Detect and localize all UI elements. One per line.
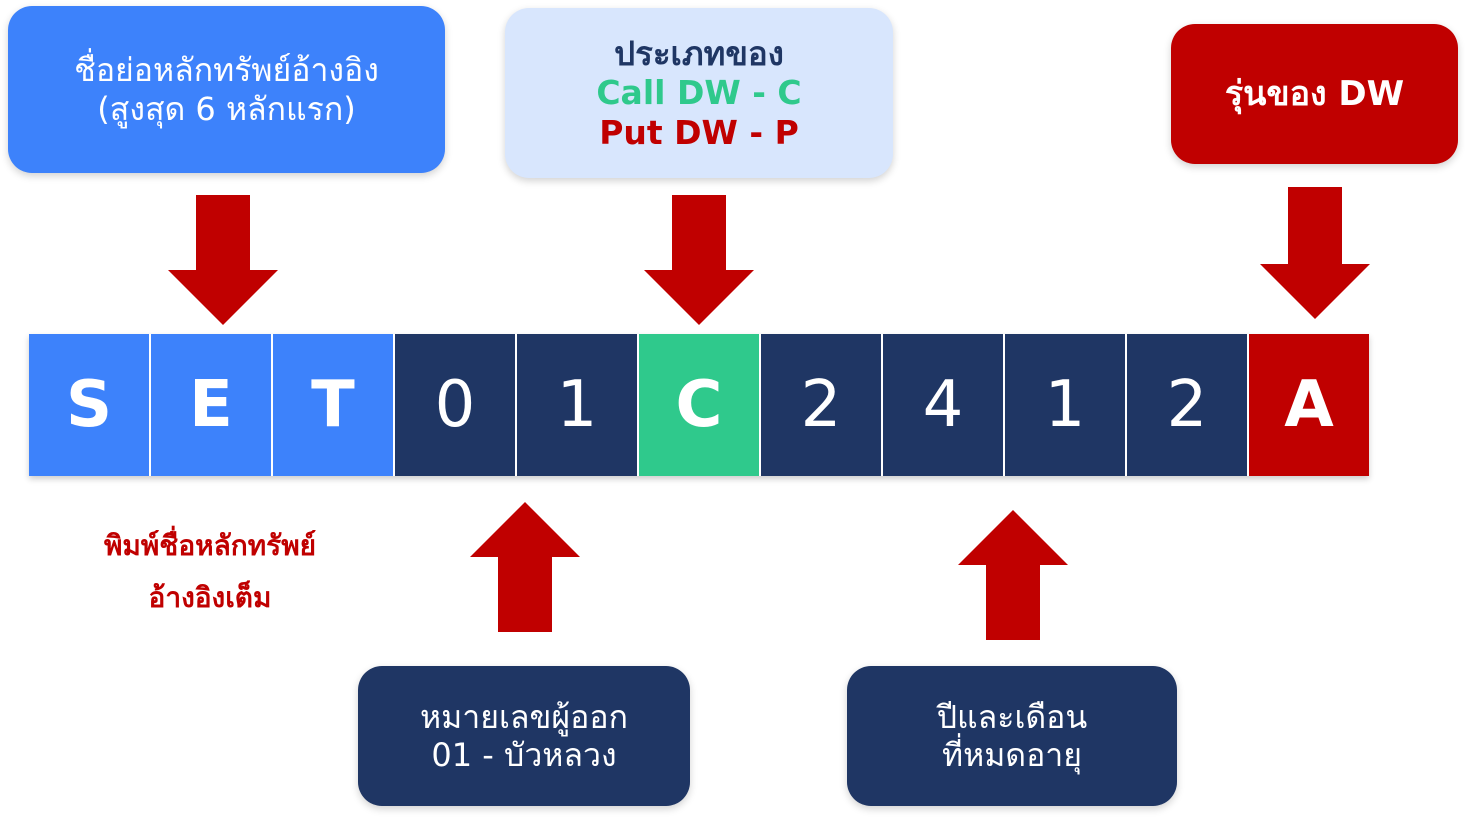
code-cell-9: 1 <box>1005 334 1125 476</box>
issuer-number-line2: 01 - บัวหลวง <box>431 736 617 774</box>
arrow-up-expiry-icon <box>958 510 1068 640</box>
arrow-down-type-icon <box>644 195 754 325</box>
underlying-symbol-line2: (สูงสุด 6 หลักแรก) <box>97 89 356 128</box>
issuer-number-line1: หมายเลขผู้ออก <box>420 697 628 736</box>
expiry-line1: ปีและเดือน <box>936 697 1088 736</box>
code-cell-6: C <box>639 334 759 476</box>
dw-type-put: Put DW - P <box>599 112 799 152</box>
code-cell-7: 2 <box>761 334 881 476</box>
code-cell-3: T <box>273 334 393 476</box>
expiry-box: ปีและเดือน ที่หมดอายุ <box>847 666 1177 806</box>
dw-series-box: รุ่นของ DW <box>1171 24 1458 164</box>
dw-series-label: รุ่นของ DW <box>1224 73 1405 114</box>
code-cell-11: A <box>1249 334 1369 476</box>
full-name-note-line1: พิมพ์ชื่อหลักทรัพย์ <box>103 529 317 562</box>
underlying-symbol-box: ชื่อย่อหลักทรัพย์อ้างอิง (สูงสุด 6 หลักแ… <box>8 6 445 173</box>
expiry-line2: ที่หมดอายุ <box>942 736 1082 774</box>
underlying-symbol-line1: ชื่อย่อหลักทรัพย์อ้างอิง <box>74 51 379 90</box>
full-name-note: พิมพ์ชื่อหลักทรัพย์ อ้างอิงเต็ม <box>60 520 360 624</box>
dw-type-title: ประเภทของ <box>614 33 784 73</box>
code-cell-1: S <box>29 334 149 476</box>
code-cell-8: 4 <box>883 334 1003 476</box>
dw-type-box: ประเภทของ Call DW - C Put DW - P <box>505 8 893 178</box>
arrow-down-series-icon <box>1260 187 1370 319</box>
full-name-note-line2: อ้างอิงเต็ม <box>148 581 272 614</box>
arrow-down-underlying-icon <box>168 195 278 325</box>
dw-type-call: Call DW - C <box>596 73 802 113</box>
code-cell-4: 0 <box>395 334 515 476</box>
issuer-number-box: หมายเลขผู้ออก 01 - บัวหลวง <box>358 666 690 806</box>
code-cell-2: E <box>151 334 271 476</box>
code-cell-5: 1 <box>517 334 637 476</box>
code-cell-10: 2 <box>1127 334 1247 476</box>
arrow-up-issuer-icon <box>470 502 580 632</box>
